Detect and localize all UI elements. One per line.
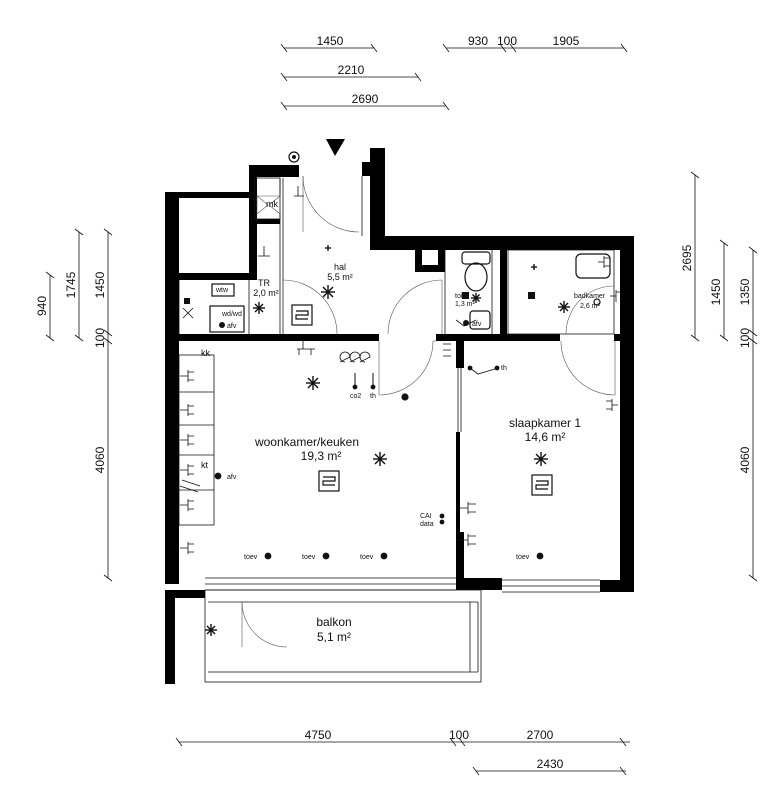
- label-hal-area: 5,5 m²: [327, 272, 353, 282]
- dim-top-2210: 2210: [338, 63, 365, 77]
- light-icon: [531, 264, 537, 270]
- label-wtw: wtw: [215, 287, 229, 294]
- dim-left-4060: 4060: [93, 446, 107, 473]
- dim-right-1350: 1350: [738, 278, 752, 305]
- dim-left-1450: 1450: [93, 271, 107, 298]
- label-slaapkamer-area: 14,6 m²: [525, 430, 566, 444]
- light-icon: [534, 452, 548, 466]
- light-icon: [321, 285, 335, 299]
- dim-bottom-2430: 2430: [537, 757, 564, 771]
- dimension-lines: [45, 43, 758, 776]
- light-icon: [373, 452, 387, 466]
- door-swings: [241, 175, 616, 648]
- label-wdwd: wd/wd: [221, 311, 242, 318]
- dim-top-930: 930: [468, 34, 488, 48]
- dim-bottom-4750: 4750: [305, 728, 332, 742]
- label-th-slaapkamer: th: [501, 365, 507, 372]
- dim-right-100: 100: [738, 328, 752, 348]
- entrance-marker: [288, 139, 345, 163]
- label-mk: mk: [266, 199, 278, 209]
- label-afv-wdwd: afv: [227, 323, 237, 330]
- light-icon: [253, 302, 265, 314]
- label-balkon-area: 5,1 m²: [317, 630, 351, 644]
- switch-symbols: [339, 319, 499, 375]
- dim-right-1450: 1450: [709, 278, 723, 305]
- light-icon: [306, 376, 320, 390]
- heater-icon: [291, 304, 313, 326]
- dim-top-2690: 2690: [352, 92, 379, 106]
- dim-top-100: 100: [497, 34, 517, 48]
- label-toev-4: toev: [516, 554, 530, 561]
- heater-icons: [291, 304, 553, 496]
- dim-bottom-2700: 2700: [527, 728, 554, 742]
- fixtures: [209, 251, 611, 333]
- dim-right-4060: 4060: [738, 446, 752, 473]
- sensor-dots: [214, 320, 544, 560]
- label-tr-area: 2,0 m²: [253, 288, 279, 298]
- label-data: data: [420, 521, 434, 528]
- label-kt: kt: [201, 460, 209, 470]
- dim-right-2695: 2695: [680, 244, 694, 271]
- label-badkamer-area: 2,6 m²: [580, 303, 601, 310]
- label-toilet-area: 1,3 m²: [455, 301, 476, 308]
- dim-top-1450: 1450: [317, 34, 344, 48]
- label-woonkamer: woonkamer/keuken: [254, 435, 359, 449]
- room-labels: mk hal 5,5 m² TR 2,0 m² wtw wd/wd toil 1…: [215, 199, 606, 644]
- dim-left-100: 100: [93, 328, 107, 348]
- light-icon: [205, 624, 217, 636]
- light-icon: [558, 301, 570, 313]
- label-woonkamer-area: 19,3 m²: [301, 449, 342, 463]
- label-tr: TR: [258, 278, 270, 288]
- ceiling-lights: [205, 245, 570, 636]
- label-hal: hal: [334, 262, 346, 272]
- wall-sockets: [179, 186, 622, 554]
- dimension-texts: 1450 930 100 1905 2210 2690 940 1745 145…: [35, 34, 752, 771]
- toilet-fixture: [461, 251, 491, 292]
- walls: [165, 148, 634, 684]
- label-balkon: balkon: [316, 615, 351, 629]
- heater-icon: [318, 470, 340, 492]
- installation-labels: kk kt afv afv afv co2 th th CAI data toe…: [201, 321, 530, 561]
- light-icon: [325, 245, 331, 251]
- dim-left-940: 940: [35, 296, 49, 316]
- label-th-woonkamer: th: [370, 393, 376, 400]
- partitions: [178, 176, 615, 683]
- label-toev-3: toev: [360, 554, 374, 561]
- label-kk: kk: [201, 348, 211, 358]
- dim-top-1905: 1905: [553, 34, 580, 48]
- label-badkamer: badkamer: [574, 293, 606, 300]
- label-toev-2: toev: [302, 554, 316, 561]
- light-icon: [471, 293, 481, 303]
- heater-icon: [531, 474, 553, 496]
- dim-bottom-100: 100: [449, 728, 469, 742]
- label-slaapkamer: slaapkamer 1: [509, 416, 581, 430]
- label-toev-1: toev: [244, 554, 258, 561]
- ventilation-squares: [184, 292, 535, 304]
- label-toilet: toil: [455, 293, 464, 300]
- label-cai: CAI: [420, 513, 432, 520]
- label-co2: co2: [350, 393, 361, 400]
- label-afv-toilet: afv: [472, 321, 482, 328]
- dim-left-1745: 1745: [64, 271, 78, 298]
- label-afv-kitchen: afv: [227, 474, 237, 481]
